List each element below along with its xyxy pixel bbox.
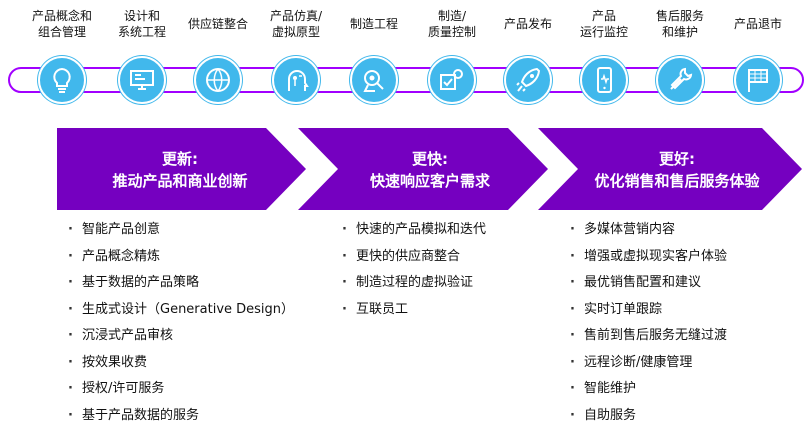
chevron-1-subtitle: 推动产品和商业创新: [112, 172, 248, 190]
chevron-3-title: 更好:: [659, 150, 695, 168]
stage-label-line: 产品仿真/: [269, 9, 323, 23]
stage-label-6: 制造/质量控制: [412, 8, 492, 40]
stage-label-line: 产品: [591, 9, 616, 23]
chevron-1-shape: [57, 128, 306, 210]
service-tools-icon: [656, 56, 704, 104]
list-item: 生成式设计（Generative Design）: [68, 300, 294, 327]
list-item: 授权/许可服务: [68, 379, 294, 406]
stage-label-line: 组合管理: [37, 25, 86, 39]
quality-gear-icon: [428, 56, 476, 104]
stage-label-line: 和维护: [661, 25, 698, 39]
list-item: 互联员工: [342, 300, 486, 327]
list-item: 快速的产品模拟和迭代: [342, 220, 486, 247]
network-globe-icon: [194, 56, 242, 104]
finish-flag-icon: [734, 56, 782, 104]
stage-label-10: 产品退市: [718, 16, 798, 32]
list-item: 更快的供应商整合: [342, 247, 486, 274]
chevron-3-shape: [538, 128, 802, 210]
stage-label-5: 制造工程: [334, 16, 414, 32]
stage-label-line: 产品概念和: [31, 9, 92, 23]
chevron-2-text: 更快: 快速响应客户需求: [330, 140, 530, 200]
list-item: 按效果收费: [68, 353, 294, 380]
list-item: 基于数据的产品策略: [68, 273, 294, 300]
list-item: 最优销售配置和建议: [570, 273, 727, 300]
stage-label-line: 售后服务: [655, 9, 704, 23]
list-item: 智能维护: [570, 379, 727, 406]
stage-label-line: 运行监控: [579, 25, 628, 39]
benefit-list-better: 多媒体营销内容增强或虚拟现实客户体验最优销售配置和建议实时订单跟踪售前到售后服务…: [570, 220, 727, 432]
stage-label-2: 设计和系统工程: [102, 8, 182, 40]
list-item: 沉浸式产品审核: [68, 326, 294, 353]
list-item: 售前到售后服务无缝过渡: [570, 326, 727, 353]
benefit-list-faster: 快速的产品模拟和迭代更快的供应商整合制造过程的虚拟验证互联员工: [342, 220, 486, 326]
rocket-icon: [504, 56, 552, 104]
list-item: 产品概念精炼: [68, 247, 294, 274]
robot-arm-icon: [350, 56, 398, 104]
stage-label-3: 供应链整合: [178, 16, 258, 32]
stage-label-4: 产品仿真/虚拟原型: [256, 8, 336, 40]
chevron-1-title: 更新:: [162, 150, 198, 168]
stage-label-line: 虚拟原型: [271, 25, 320, 39]
design-screen-icon: [118, 56, 166, 104]
chevron-2-subtitle: 快速响应客户需求: [369, 172, 490, 190]
list-item: 智能产品创意: [68, 220, 294, 247]
circuit-head-icon: [272, 56, 320, 104]
list-item: 基于产品数据的服务: [68, 406, 294, 433]
stage-label-7: 产品发布: [488, 16, 568, 32]
benefit-list-new: 智能产品创意产品概念精炼基于数据的产品策略生成式设计（Generative De…: [68, 220, 294, 432]
list-item: 远程诊断/健康管理: [570, 353, 727, 380]
list-item: 多媒体营销内容: [570, 220, 727, 247]
mobile-monitor-icon: [580, 56, 628, 104]
stage-label-9: 售后服务和维护: [640, 8, 720, 40]
stage-label-line: 设计和: [123, 9, 160, 23]
lightbulb-icon: [38, 56, 86, 104]
stage-label-line: 产品退市: [733, 17, 782, 31]
stage-label-line: 质量控制: [427, 25, 476, 39]
chevron-banner: [57, 128, 802, 210]
chevron-1-text: 更新: 推动产品和商业创新: [62, 140, 298, 200]
list-item: 制造过程的虚拟验证: [342, 273, 486, 300]
stage-label-line: 系统工程: [117, 25, 166, 39]
chevron-3-subtitle: 优化销售和售后服务体验: [594, 172, 760, 190]
stage-label-line: 产品发布: [503, 17, 552, 31]
stage-label-line: 供应链整合: [187, 17, 248, 31]
stage-label-line: 制造/: [437, 9, 467, 23]
chevron-3-text: 更好: 优化销售和售后服务体验: [566, 140, 788, 200]
chevron-2-title: 更快:: [412, 150, 448, 168]
list-item: 增强或虚拟现实客户体验: [570, 247, 727, 274]
stage-label-line: 制造工程: [349, 17, 398, 31]
list-item: 实时订单跟踪: [570, 300, 727, 327]
stage-label-1: 产品概念和组合管理: [22, 8, 102, 40]
stage-label-8: 产品运行监控: [564, 8, 644, 40]
chevron-2-shape: [298, 128, 548, 210]
list-item: 自助服务: [570, 406, 727, 433]
